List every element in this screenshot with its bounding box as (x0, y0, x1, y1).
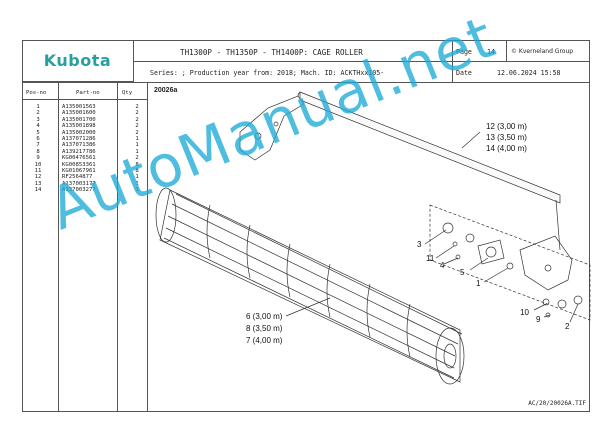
row-pos: 14 (34, 187, 42, 194)
document-frame (22, 40, 590, 412)
table-header-line (22, 99, 147, 100)
doc-subtitle: Series: ; Production year from: 2018; Ma… (150, 69, 385, 77)
callout-12: 12 (3,00 m) (486, 122, 527, 131)
row-pos: 6 (36, 136, 40, 142)
col-header-pos: Pos-no (26, 90, 47, 96)
callout-11: 11 (426, 254, 435, 263)
row-part: A135001600 (62, 110, 96, 117)
row-part: A135002000 (62, 129, 96, 136)
row-qty: 2 (135, 129, 139, 136)
row-pos: 10 (34, 161, 42, 168)
header-bottom-line (22, 82, 590, 83)
row-qty: 2 (135, 110, 139, 117)
row-qty: 8 (135, 161, 139, 168)
row-pos: 12 (34, 174, 42, 181)
row-qty: 8 (135, 168, 139, 174)
col-header-part: Part-no (76, 90, 100, 96)
row-part: A137071286 (62, 136, 96, 142)
row-qty: 2 (135, 116, 139, 123)
row-part: A139217786 (62, 148, 96, 155)
row-pos: 1 (36, 104, 40, 110)
callout-1: 1 (476, 279, 481, 288)
row-part: A135001700 (62, 116, 96, 123)
col-divider-2 (117, 82, 118, 412)
callout-14: 14 (4,00 m) (486, 144, 527, 153)
row-part: RF2564877 (62, 174, 93, 181)
page-number: 14 (487, 48, 495, 56)
row-qty: 1 (135, 180, 139, 187)
row-qty: 1 (135, 142, 139, 149)
row-pos: 3 (36, 116, 40, 123)
row-pos: 2 (36, 110, 40, 117)
row-pos: 7 (36, 142, 40, 149)
header-mid-line (134, 61, 590, 62)
row-part: A137071386 (62, 142, 96, 149)
row-qty: 2 (135, 104, 139, 110)
row-qty: 2 (135, 155, 139, 162)
row-qty: 1 (135, 187, 139, 194)
page-label: Page (456, 48, 472, 56)
date-value: 12.06.2024 15:58 (497, 69, 561, 77)
col-divider-1 (58, 82, 59, 412)
callout-8: 8 (3,50 m) (246, 324, 283, 333)
callout-2: 2 (565, 322, 570, 331)
brand-name: Kubota (43, 51, 112, 70)
row-pos: 9 (36, 155, 40, 162)
row-part: KG00476561 (62, 155, 96, 162)
brand-logo: Kubota (22, 40, 134, 82)
row-part: A135001563 (62, 104, 96, 110)
callout-4: 4 (440, 261, 445, 270)
col-header-qty: Qty (122, 90, 133, 96)
row-pos: 4 (36, 123, 40, 130)
callout-13: 13 (3,50 m) (486, 133, 527, 142)
col-divider-3 (147, 82, 148, 412)
row-part: KG00853361 (62, 161, 96, 168)
diagram-code: 20026a (154, 87, 178, 94)
header-divider (452, 40, 453, 82)
row-qty: 1 (135, 174, 139, 181)
callout-10: 10 (520, 308, 529, 317)
callout-7: 7 (4,00 m) (246, 336, 283, 345)
callout-9: 9 (536, 315, 541, 324)
date-label: Date (456, 69, 472, 77)
row-pos: 13 (34, 180, 42, 187)
callout-3: 3 (417, 240, 422, 249)
header-divider-page (506, 40, 507, 61)
row-part: A137003177 (62, 180, 96, 187)
row-pos: 11 (34, 168, 42, 174)
image-reference: AC/20/20026A.TIF (528, 400, 586, 407)
doc-title: TH1300P - TH1350P - TH1400P: CAGE ROLLER (180, 48, 363, 57)
callout-6: 6 (3,00 m) (246, 312, 283, 321)
copyright: © Kverneland Group (511, 48, 574, 55)
callout-5: 5 (460, 268, 465, 277)
row-qty: 2 (135, 123, 139, 130)
row-part: KG01067961 (62, 168, 96, 174)
row-qty: 1 (135, 148, 139, 155)
row-qty: 1 (135, 136, 139, 142)
row-pos: 8 (36, 148, 40, 155)
row-part: A137003277 (62, 187, 96, 194)
row-part: A135001898 (62, 123, 96, 130)
row-pos: 5 (36, 129, 40, 136)
